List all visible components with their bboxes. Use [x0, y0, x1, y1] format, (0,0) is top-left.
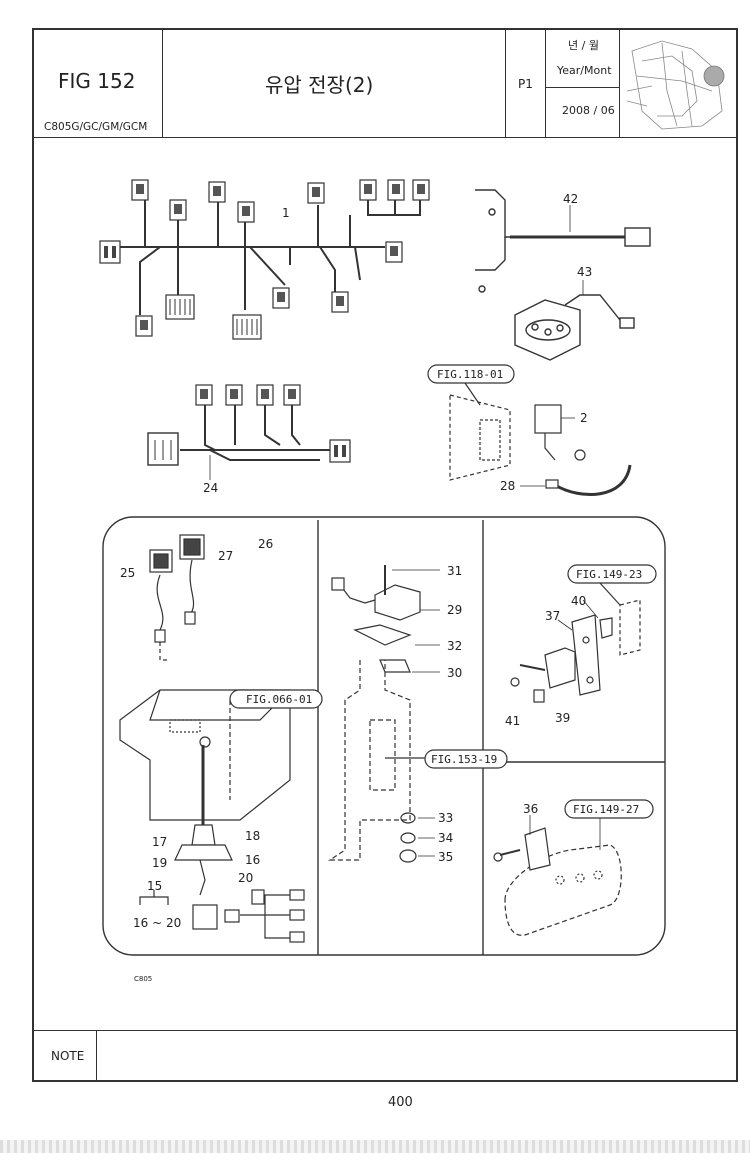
switch-43	[514, 280, 635, 361]
lower-panel	[102, 516, 666, 956]
year-month-label-en: Year/Mont	[557, 64, 612, 77]
callout-29: 29	[447, 603, 462, 617]
switch-mount-assembly	[328, 565, 508, 863]
joystick-assembly	[119, 534, 323, 943]
page-number: 400	[388, 1095, 413, 1110]
callout-33: 33	[438, 811, 453, 825]
machine-logo-sketch	[626, 40, 725, 130]
bracket-149-27	[493, 799, 654, 936]
scan-edge-strip	[0, 1140, 750, 1153]
fig-label: FIG 152	[58, 69, 136, 93]
page-code: P1	[518, 77, 533, 91]
callout-16-20: 16 ~ 20	[133, 916, 181, 930]
callout-41: 41	[505, 714, 520, 728]
harness-connectors	[99, 179, 430, 340]
model-codes: C805G/GC/GM/GCM	[44, 121, 148, 133]
callout-27: 27	[218, 549, 233, 563]
callout-20: 20	[238, 871, 253, 885]
callout-16b: 16	[245, 853, 260, 867]
bracket-149-23	[510, 564, 657, 703]
note-top-line	[32, 1030, 738, 1031]
callout-24: 24	[203, 481, 218, 495]
harness-42	[475, 189, 651, 293]
header-divider-3	[545, 28, 546, 137]
fig-ref-153-19: FIG.153-19	[431, 753, 497, 766]
header-divider-1	[162, 28, 163, 137]
note-divider	[96, 1030, 97, 1082]
callout-17: 17	[152, 835, 167, 849]
callout-43: 43	[577, 265, 592, 279]
page-title: 유압 전장(2)	[265, 73, 374, 97]
callout-42: 42	[563, 192, 578, 206]
callout-32: 32	[447, 639, 462, 653]
header-divider-2	[505, 28, 506, 137]
callout-18: 18	[245, 829, 260, 843]
callout-25: 25	[120, 566, 135, 580]
bracket-118	[427, 364, 632, 496]
revision-date: 2008 / 06	[562, 104, 615, 117]
callout-1: 1	[282, 206, 290, 220]
callout-19: 19	[152, 856, 167, 870]
page-frame	[32, 28, 738, 1082]
header-bottom-line	[32, 137, 738, 138]
year-month-label-kr: 년 / 월	[568, 39, 599, 52]
harness-24-connectors	[147, 384, 351, 466]
fig-ref-066-01: FIG.066-01	[246, 693, 312, 706]
date-box-line	[545, 87, 619, 88]
fig-ref-118-01: FIG.118-01	[437, 368, 503, 381]
callout-36: 36	[523, 802, 538, 816]
callout-39: 39	[555, 711, 570, 725]
callout-2: 2	[580, 411, 588, 425]
drawing-code: C805	[134, 975, 153, 983]
callout-15: 15	[147, 879, 162, 893]
fig-ref-149-23: FIG.149-23	[576, 568, 642, 581]
header-divider-4	[619, 28, 620, 137]
main-harness	[110, 200, 421, 315]
callout-37: 37	[545, 609, 560, 623]
note-label: NOTE	[51, 1049, 85, 1063]
fig-ref-149-27: FIG.149-27	[573, 803, 639, 816]
callout-40: 40	[571, 594, 586, 608]
callout-31: 31	[447, 564, 462, 578]
callout-28: 28	[500, 479, 515, 493]
harness-24	[180, 405, 330, 480]
callout-30: 30	[447, 666, 462, 680]
callout-34: 34	[438, 831, 453, 845]
callout-26: 26	[258, 537, 273, 551]
callout-35: 35	[438, 850, 453, 864]
